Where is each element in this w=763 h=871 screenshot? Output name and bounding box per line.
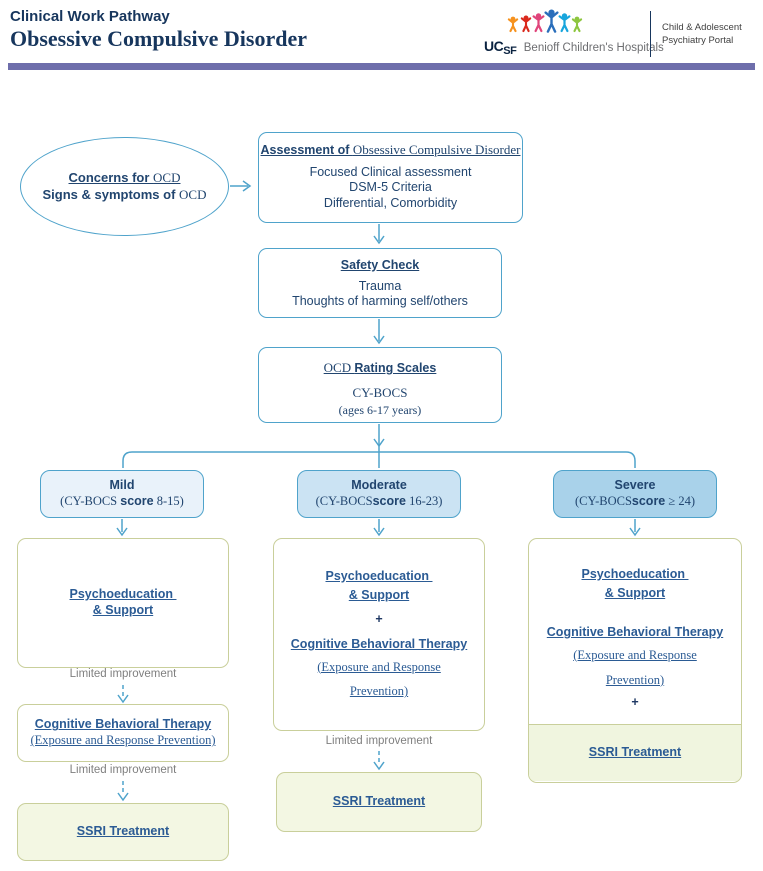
safety-line: Thoughts of harming self/others [292,294,468,309]
severe-ssri-section: SSRI Treatment [529,723,741,781]
moderate-label: Moderate [351,478,407,492]
ssri-label: SSRI Treatment [76,824,170,839]
cbt-title: Cognitive Behavioral Therapy [34,717,212,732]
safety-line: Trauma [358,278,402,293]
psychoeducation-label-line2: & Support [604,585,666,600]
children-figures-icon [507,9,583,33]
assessment-node: Assessment of Obsessive Compulsive Disor… [258,132,523,223]
cbt-title: Cognitive Behavioral Therapy [546,625,724,640]
severity-mild-node: Mild (CY-BOCS score 8-15) [40,470,204,518]
ssri-label: SSRI Treatment [332,794,426,809]
mild-score: (CY-BOCS score 8-15) [60,493,184,508]
assessment-title: Assessment of Obsessive Compulsive Disor… [260,142,521,157]
assessment-line: Differential, Comorbidity [323,195,458,210]
cbt-subtitle-line1: (Exposure and Response [573,647,697,662]
severity-moderate-node: Moderate (CY-BOCSscore 16-23) [297,470,461,518]
limited-improvement-label: Limited improvement [69,668,177,680]
assessment-body: Focused Clinical assessment DSM-5 Criter… [259,165,522,212]
header-rule [8,63,755,70]
ucsf-wordmark: UCSF Benioff Children's Hospitals [484,38,664,57]
safety-body: Trauma Thoughts of harming self/others [259,279,501,310]
psychoeducation-label-line1: Psychoeducation [581,567,689,581]
limited-improvement-label: Limited improvement [69,764,177,776]
portal-line2: Psychiatry Portal [662,35,734,47]
page-title: Obsessive Compulsive Disorder [10,26,307,51]
plus-sign: + [375,612,383,627]
logo-divider [650,11,651,57]
plus-sign: + [631,695,639,710]
pathway-label: Clinical Work Pathway [10,8,170,25]
psychoeducation-label-line2: & Support [92,603,154,617]
ssri-label: SSRI Treatment [588,744,682,759]
severity-severe-node: Severe (CY-BOCSscore ≥ 24) [553,470,717,518]
moderate-treatment-node: Psychoeducation & Support + Cognitive Be… [273,538,485,731]
ucsf-sf-text: SF [503,45,517,57]
hospital-name: Benioff Children's Hospitals [523,42,664,54]
cbt-subtitle-line2: Prevention) [349,684,409,699]
severe-treatment-top: Psychoeducation & Support Cognitive Beha… [529,539,741,724]
moderate-score: (CY-BOCSscore 16-23) [315,493,443,508]
limited-improvement-label: Limited improvement [325,735,433,747]
cbt-subtitle-line1: (Exposure and Response [317,659,441,674]
mild-ssri-node: SSRI Treatment [17,803,229,861]
mild-label: Mild [109,478,135,492]
assessment-line: Focused Clinical assessment [309,164,472,179]
psychoeducation-label-line1: Psychoeducation [69,587,177,602]
concerns-node: Concerns for OCD Signs & symptoms of OCD [20,137,229,236]
psychoeducation-label-line1: Psychoeducation [325,569,433,583]
psychoeducation-label-line2: & Support [348,587,410,602]
cbt-title: Cognitive Behavioral Therapy [290,636,468,651]
severe-label: Severe [614,478,656,492]
ucsf-uc-text: UC [484,38,504,54]
assessment-line: DSM-5 Criteria [349,180,432,195]
portal-line1: Child & Adolescent [662,22,742,33]
rating-scales-node: OCD Rating Scales CY-BOCS (ages 6-17 yea… [258,347,502,423]
mild-psychoeducation-node: Psychoeducation & Support [17,538,229,668]
rating-scale-name: CY-BOCS [352,384,408,400]
concerns-line1: Concerns for OCD [68,169,181,185]
rating-title: OCD Rating Scales [323,360,437,375]
safety-check-node: Safety Check Trauma Thoughts of harming … [258,248,502,318]
moderate-ssri-node: SSRI Treatment [276,772,482,832]
safety-title: Safety Check [340,258,420,272]
cbt-subtitle-line2: Prevention) [605,672,665,687]
mild-cbt-node: Cognitive Behavioral Therapy (Exposure a… [17,704,229,762]
cbt-subtitle: (Exposure and Response Prevention) [30,733,216,747]
severe-score: (CY-BOCSscore ≥ 24) [574,493,696,508]
rating-scale-ages: (ages 6-17 years) [338,402,422,417]
portal-label: Child & Adolescent Psychiatry Portal [662,21,742,48]
concerns-line2: Signs & symptoms of OCD [42,186,207,202]
ucsf-logo: UCSF Benioff Children's Hospitals Child … [484,8,754,62]
severe-treatment-node: Psychoeducation & Support Cognitive Beha… [528,538,742,783]
